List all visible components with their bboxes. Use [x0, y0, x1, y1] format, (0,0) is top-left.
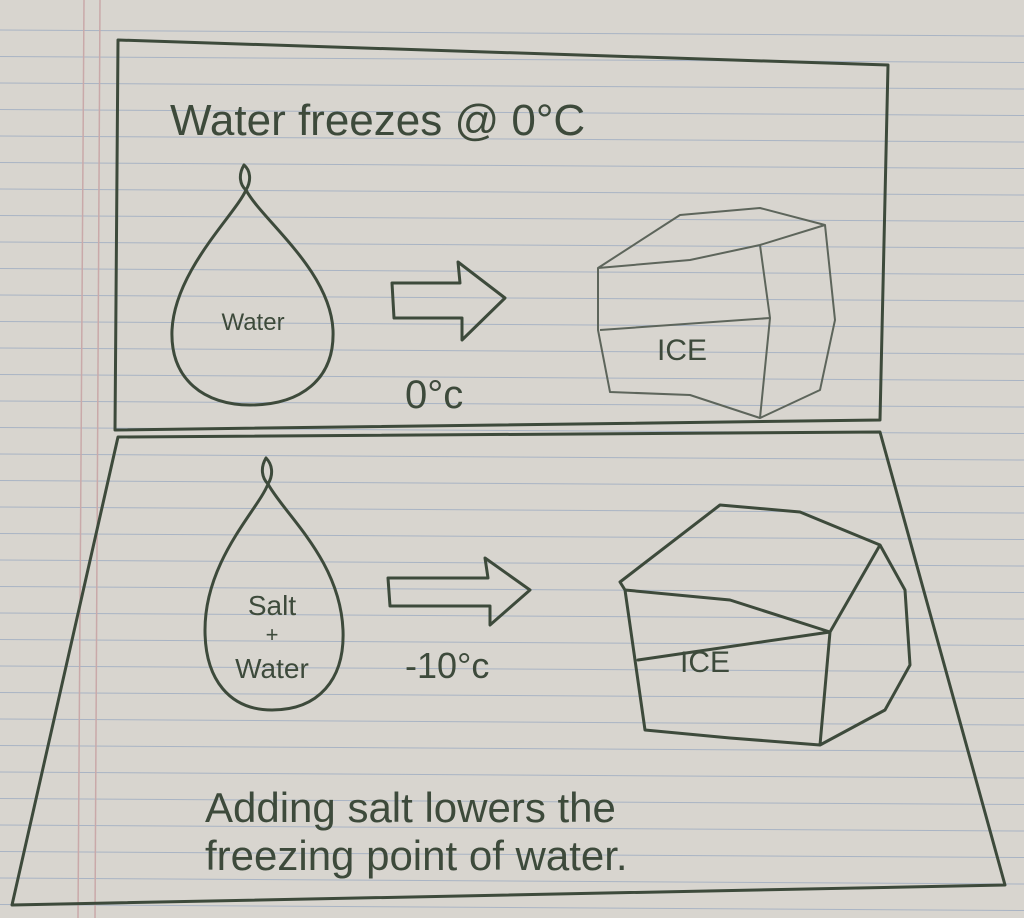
- arrow-label: -10°c: [405, 645, 489, 686]
- margin-line: [77, 0, 85, 918]
- ice-cube-icon: [597, 207, 836, 419]
- ruled-line: [0, 824, 1024, 832]
- drop-label-line1: Salt: [248, 590, 296, 621]
- ice-label: ICE: [657, 334, 707, 367]
- caption-line2: freezing point of water.: [205, 832, 628, 879]
- panel-top-title: Water freezes @ 0°C: [170, 96, 585, 145]
- arrow-right-icon: [390, 260, 507, 342]
- ruled-line: [0, 877, 1024, 885]
- ruled-line: [0, 268, 1024, 275]
- ruled-line: [0, 215, 1024, 222]
- caption-line1: Adding salt lowers the: [205, 784, 616, 831]
- ruled-lines: [0, 29, 1024, 911]
- panel-bottom: Salt + Water -10°c ICE Adding salt lower…: [10, 430, 1007, 907]
- ruled-line: [0, 400, 1024, 408]
- ruled-line: [0, 745, 1024, 752]
- panel-bottom-border: [10, 430, 1007, 907]
- ruled-line: [0, 798, 1024, 805]
- salt-water-drop-icon: [203, 456, 345, 712]
- ruled-line: [0, 586, 1024, 593]
- ruled-line: [0, 533, 1024, 540]
- ice-cube-icon: [618, 503, 912, 747]
- ruled-line: [0, 109, 1024, 116]
- arrow-right-icon: [386, 556, 532, 627]
- water-drop-icon: [170, 163, 335, 407]
- ruled-line: [0, 851, 1024, 858]
- ruled-line: [0, 612, 1024, 620]
- panel-top: Water freezes @ 0°C Water 0°c ICE: [113, 38, 890, 432]
- margin-line: [94, 0, 101, 918]
- ruled-line: [0, 559, 1024, 567]
- ruled-line: [0, 480, 1024, 487]
- ruled-line: [0, 347, 1024, 355]
- ruled-line: [0, 162, 1024, 169]
- drop-label-line3: Water: [235, 653, 309, 684]
- ruled-line: [0, 135, 1024, 143]
- ruled-line: [0, 692, 1024, 699]
- ruled-line: [0, 321, 1024, 328]
- drop-label-plus: +: [266, 622, 279, 647]
- ruled-line: [0, 665, 1024, 673]
- ruled-line: [0, 294, 1024, 302]
- ruled-line: [0, 56, 1024, 63]
- ruled-line: [0, 718, 1024, 726]
- ruled-line: [0, 639, 1024, 646]
- ruled-line: [0, 82, 1024, 90]
- ruled-line: [0, 241, 1024, 249]
- ruled-line: [0, 904, 1024, 911]
- ruled-line: [0, 374, 1024, 381]
- ruled-line: [0, 188, 1024, 196]
- drop-label: Water: [221, 309, 284, 336]
- ruled-line: [0, 453, 1024, 461]
- arrow-label: 0°c: [405, 373, 463, 417]
- panel-top-border: [113, 38, 890, 432]
- ruled-line: [0, 771, 1024, 779]
- ice-label: ICE: [680, 646, 730, 679]
- ruled-line: [0, 29, 1024, 37]
- ruled-line: [0, 506, 1024, 514]
